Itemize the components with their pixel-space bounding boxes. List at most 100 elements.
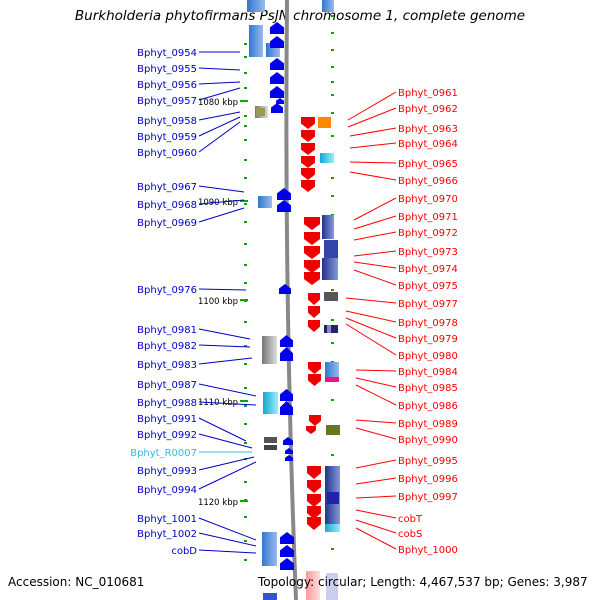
gene-label-right: Bphyt_1000 <box>398 545 458 556</box>
scale-tick <box>240 500 248 502</box>
position-tick <box>244 481 247 483</box>
gene-label-right: Bphyt_0990 <box>398 435 458 446</box>
accession-text: Accession: NC_010681 <box>8 575 145 589</box>
position-tick <box>244 87 247 89</box>
genome-summary: Topology: circular; Length: 4,467,537 bp… <box>258 575 588 589</box>
label-leader <box>355 519 397 534</box>
gene-label-left: Bphyt_0955 <box>137 64 197 75</box>
label-leader <box>198 401 257 406</box>
gene-arrow-up <box>280 389 293 401</box>
gene-arrow-down <box>306 426 316 434</box>
label-leader <box>198 199 245 205</box>
gene-block <box>264 437 277 443</box>
label-leader <box>345 310 397 323</box>
gene-label-left: Bphyt_1001 <box>137 514 197 525</box>
label-leader <box>345 297 397 304</box>
gene-arrow-down <box>309 415 321 426</box>
position-tick <box>331 177 334 179</box>
label-leader <box>349 171 397 181</box>
gene-arrow-down <box>301 143 315 155</box>
gene-label-right: Bphyt_0985 <box>398 383 458 394</box>
gene-label-left: Bphyt_0987 <box>137 380 197 391</box>
gene-arrow-down <box>308 374 321 386</box>
gene-block <box>324 292 338 301</box>
gene-block <box>327 325 331 333</box>
gene-arrow-up <box>283 437 293 445</box>
label-leader <box>198 111 241 121</box>
label-leader <box>355 419 397 424</box>
position-tick <box>331 49 334 51</box>
gene-arrow-up <box>277 200 291 212</box>
position-tick <box>244 203 247 205</box>
scale-tick <box>240 400 248 402</box>
scale-label: 1120 kbp <box>198 498 238 508</box>
gene-label-right: Bphyt_0975 <box>398 281 458 292</box>
gene-label-left: Bphyt_1002 <box>137 529 197 540</box>
label-leader <box>198 357 253 365</box>
gene-label-left: Bphyt_0982 <box>137 341 197 352</box>
gene-block <box>249 25 263 57</box>
gene-block <box>247 0 265 12</box>
gene-arrow-down <box>304 217 320 230</box>
position-tick <box>331 112 334 114</box>
gene-block <box>263 593 277 600</box>
gene-label-left: Bphyt_0954 <box>137 48 197 59</box>
position-tick <box>244 321 247 323</box>
label-leader <box>198 87 241 101</box>
gene-arrow-down <box>308 293 320 305</box>
label-leader <box>355 369 397 372</box>
gene-arrow-up <box>270 22 284 34</box>
gene-arrow-down <box>304 272 320 285</box>
position-tick <box>244 405 247 407</box>
gene-label-right: Bphyt_0962 <box>398 104 458 115</box>
gene-arrow-down <box>301 117 315 129</box>
gene-label-right: Bphyt_0961 <box>398 88 458 99</box>
gene-arrow-up <box>279 284 291 294</box>
gene-arrow-up <box>280 401 293 415</box>
gene-arrow-down <box>301 156 315 168</box>
label-leader <box>345 317 397 339</box>
position-tick <box>331 32 334 34</box>
position-tick <box>331 399 334 401</box>
label-leader <box>198 207 245 223</box>
position-tick <box>331 319 334 321</box>
label-leader <box>355 377 397 388</box>
position-tick <box>244 125 247 127</box>
chromosome-backbone <box>284 0 298 600</box>
gene-arrow-up <box>280 558 294 570</box>
gene-label-left: Bphyt_0976 <box>137 285 197 296</box>
gene-block <box>318 117 331 128</box>
gene-label-right: Bphyt_0989 <box>398 419 458 430</box>
gene-arrow-up <box>270 86 284 98</box>
gene-block <box>325 377 339 382</box>
gene-label-left: Bphyt_0993 <box>137 466 197 477</box>
gene-block <box>262 336 277 364</box>
gene-arrow-down <box>307 466 321 479</box>
gene-block <box>256 108 265 116</box>
gene-block <box>262 532 277 566</box>
gene-label-left: Bphyt_0959 <box>137 132 197 143</box>
gene-arrow-up <box>285 448 293 454</box>
label-leader <box>355 495 397 499</box>
gene-label-right: Bphyt_0971 <box>398 212 458 223</box>
gene-arrow-up <box>270 36 284 48</box>
label-leader <box>198 185 245 193</box>
position-tick <box>331 342 334 344</box>
gene-arrow-up <box>277 188 291 200</box>
position-tick <box>244 115 247 117</box>
gene-block <box>325 362 339 380</box>
position-tick <box>244 559 247 561</box>
gene-arrow-up <box>276 98 284 104</box>
gene-label-left: Bphyt_0988 <box>137 398 197 409</box>
label-leader <box>198 344 251 348</box>
label-leader <box>353 250 397 257</box>
scale-tick <box>240 100 248 102</box>
label-leader <box>198 456 255 471</box>
gene-block <box>322 215 334 239</box>
gene-label-right: Bphyt_0974 <box>398 264 458 275</box>
gene-block <box>322 258 338 280</box>
gene-label-left: Bphyt_R0007 <box>130 448 197 459</box>
label-leader <box>198 383 257 397</box>
gene-label-right: Bphyt_0984 <box>398 367 458 378</box>
scale-label: 1080 kbp <box>198 98 238 108</box>
